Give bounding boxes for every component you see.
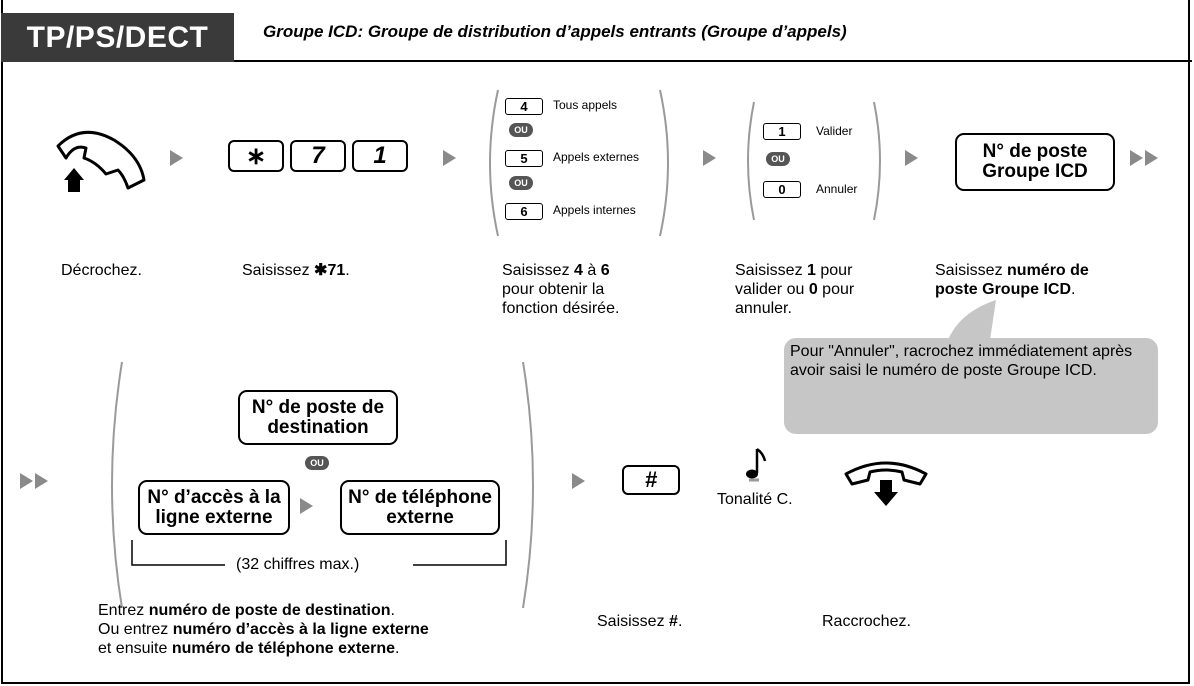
option-validate: Valider xyxy=(816,124,853,138)
flow-arrow xyxy=(572,473,585,489)
option-cancel: Annuler xyxy=(816,182,858,196)
flow-arrow xyxy=(170,150,183,166)
key-6[interactable]: 6 xyxy=(505,203,546,223)
max-digits-bracket xyxy=(131,540,507,566)
one-key[interactable]: 1 xyxy=(352,140,412,176)
mode-tag: TP/PS/DECT xyxy=(1,13,234,62)
continue-arrow xyxy=(20,473,33,489)
on-hook-handset-icon xyxy=(844,461,928,506)
or-badge: OU xyxy=(305,456,329,470)
option-internal-calls: Appels internes xyxy=(553,203,636,217)
or-badge: OU xyxy=(509,176,533,190)
step6-brackets xyxy=(111,361,534,609)
flow-arrow xyxy=(703,150,716,166)
continue-arrow xyxy=(1130,150,1143,166)
step7-caption: Saisissez #. xyxy=(597,613,683,630)
step2-caption: Saisissez ✱71. xyxy=(242,262,350,279)
step3-brackets xyxy=(489,89,669,237)
step6-caption: Entrez numéro de poste de destination.Ou… xyxy=(98,602,429,657)
cancel-note: Pour "Annuler", racrochez immédiatement … xyxy=(784,338,1158,434)
continue-arrow xyxy=(35,473,48,489)
note-pointer xyxy=(948,300,996,340)
tone-label: Tonalité C. xyxy=(717,491,793,508)
step4-brackets xyxy=(747,101,881,221)
header-rule xyxy=(1,60,1192,62)
flow-arrow xyxy=(300,498,313,514)
key-1-validate[interactable]: 1 xyxy=(763,123,804,143)
key-0-cancel[interactable]: 0 xyxy=(763,181,804,201)
music-note-icon xyxy=(746,447,767,482)
continue-arrow xyxy=(1145,150,1158,166)
flow-arrow xyxy=(443,150,456,166)
or-badge: OU xyxy=(766,152,790,166)
option-all-calls: Tous appels xyxy=(553,98,618,112)
hash-key[interactable]: # xyxy=(622,465,684,499)
or-badge: OU xyxy=(509,123,533,137)
flow-arrow xyxy=(905,150,918,166)
key-4[interactable]: 4 xyxy=(505,98,546,118)
step9-caption: Raccrochez. xyxy=(822,613,911,630)
star-key[interactable]: ∗ xyxy=(228,140,288,176)
off-hook-handset-icon xyxy=(56,130,146,192)
key-5[interactable]: 5 xyxy=(505,150,546,170)
seven-key[interactable]: 7 xyxy=(290,140,350,176)
option-external-calls: Appels externes xyxy=(553,150,640,164)
step1-caption: Décrochez. xyxy=(61,262,142,279)
max-digits-label: (32 chiffres max.) xyxy=(236,556,360,573)
page-title: Groupe ICD: Groupe de distribution d’app… xyxy=(263,22,847,41)
